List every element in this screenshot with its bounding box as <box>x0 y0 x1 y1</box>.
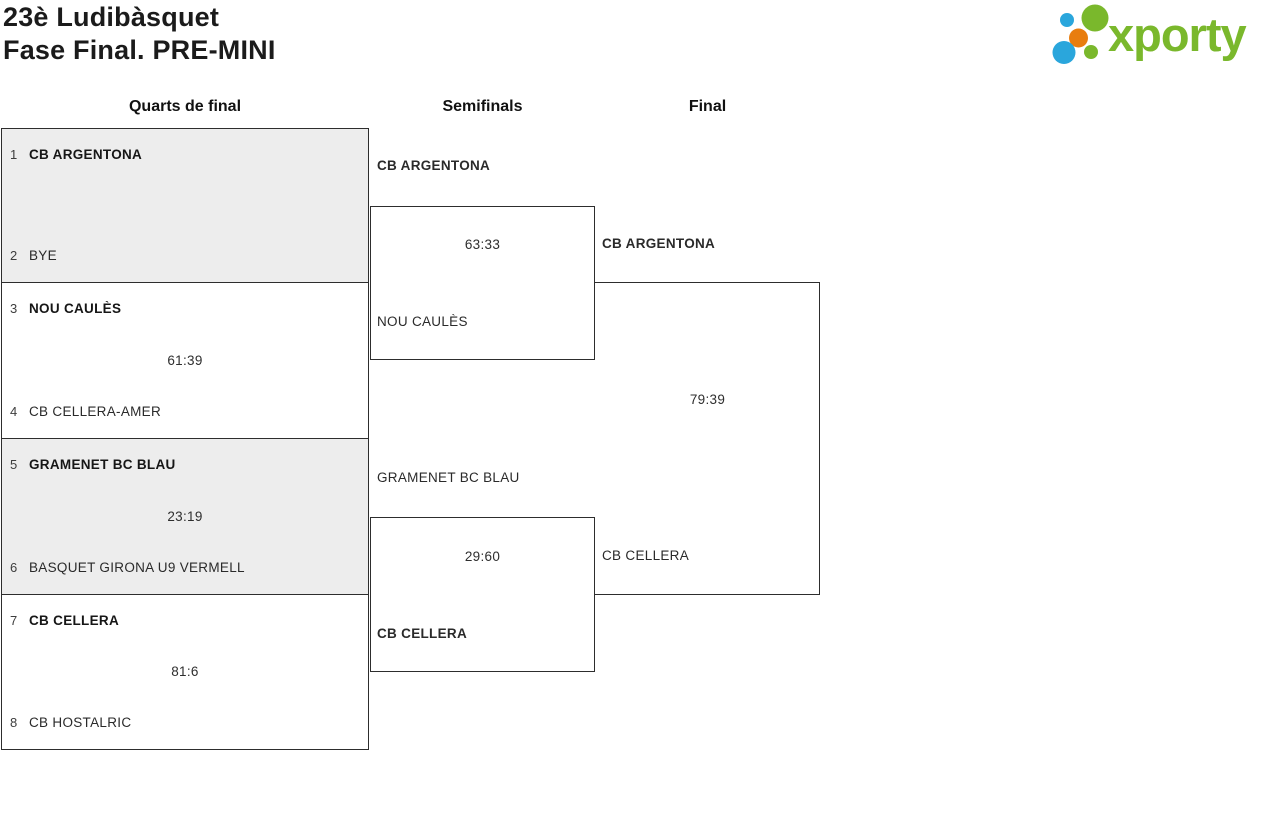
qf-match-2: 3 NOU CAULÈS 61:39 4 CB CELLERA-AMER <box>1 282 369 439</box>
round-header-semifinals: Semifinals <box>442 98 523 115</box>
qf-match-1: 1 CB ARGENTONA 2 BYE <box>1 128 369 283</box>
match-score: 29:60 <box>464 549 501 564</box>
team-name: NOU CAULÈS <box>29 301 122 316</box>
team-name: GRAMENET BC BLAU <box>377 470 520 485</box>
team-name: CB ARGENTONA <box>29 147 143 162</box>
xporty-logo[interactable]: xporty <box>1045 0 1280 75</box>
seed-number: 2 <box>10 248 18 263</box>
qf-match-3: 5 GRAMENET BC BLAU 23:19 6 BASQUET GIRONA … <box>1 438 369 595</box>
team-row: 6 BASQUET GIRONA U9 VERMELL <box>10 560 360 576</box>
match-score: 79:39 <box>689 392 726 407</box>
team-row: 1 CB ARGENTONA <box>10 147 360 163</box>
final-match-box <box>595 282 820 595</box>
round-header-quarterfinals: Quarts de final <box>128 98 242 115</box>
tournament-name: 23è Ludibàsquet <box>3 2 220 32</box>
sf-match-2-box <box>370 517 595 672</box>
seed-number: 4 <box>10 404 18 419</box>
match-score: 81:6 <box>171 664 199 679</box>
team-row: 2 BYE <box>10 248 360 264</box>
logo-dot-large-blue <box>1052 41 1076 64</box>
phase-category: Fase Final. PRE-MINI <box>3 35 276 65</box>
round-header-final: Final <box>688 98 727 115</box>
logo-dot-orange <box>1069 28 1088 48</box>
team-name: CB ARGENTONA <box>602 236 716 251</box>
team-name: CB HOSTALRIC <box>29 715 132 730</box>
logo-wordmark: xporty <box>1108 8 1247 61</box>
seed-number: 6 <box>10 560 18 575</box>
team-row: 3 NOU CAULÈS <box>10 301 360 317</box>
logo-dot-large-green <box>1081 4 1109 32</box>
seed-number: 5 <box>10 457 18 472</box>
team-name: BYE <box>29 248 57 263</box>
match-score: 23:19 <box>167 508 203 524</box>
qf-match-4: 7 CB CELLERA 81:6 8 CB HOSTALRIC <box>1 594 369 750</box>
seed-number: 8 <box>10 715 18 730</box>
sf-match-1-box <box>370 206 595 360</box>
match-score <box>2 198 368 214</box>
team-name: NOU CAULÈS <box>377 314 468 329</box>
logo-dot-small-blue <box>1060 13 1074 27</box>
team-name: CB CELLERA <box>29 613 119 628</box>
team-name: CB CELLERA <box>377 626 467 641</box>
team-name: BASQUET GIRONA U9 VERMELL <box>29 560 245 575</box>
logo-dot-small-green <box>1084 45 1098 59</box>
match-score: 61:39 <box>167 352 203 368</box>
team-row: 8 CB HOSTALRIC <box>10 715 360 731</box>
seed-number: 7 <box>10 613 18 628</box>
match-score: 63:33 <box>464 237 501 252</box>
team-name: GRAMENET BC BLAU <box>29 457 176 472</box>
page-title: 23è Ludibàsquet Fase Final. PRE-MINI <box>3 1 276 67</box>
seed-number: 3 <box>10 301 18 316</box>
team-row: 4 CB CELLERA-AMER <box>10 404 360 420</box>
team-row: 5 GRAMENET BC BLAU <box>10 457 360 473</box>
seed-number: 1 <box>10 147 18 162</box>
team-name: CB CELLERA <box>602 548 690 563</box>
team-row: 7 CB CELLERA <box>10 613 360 629</box>
team-name: CB CELLERA-AMER <box>29 404 162 419</box>
team-name: CB ARGENTONA <box>377 158 491 173</box>
